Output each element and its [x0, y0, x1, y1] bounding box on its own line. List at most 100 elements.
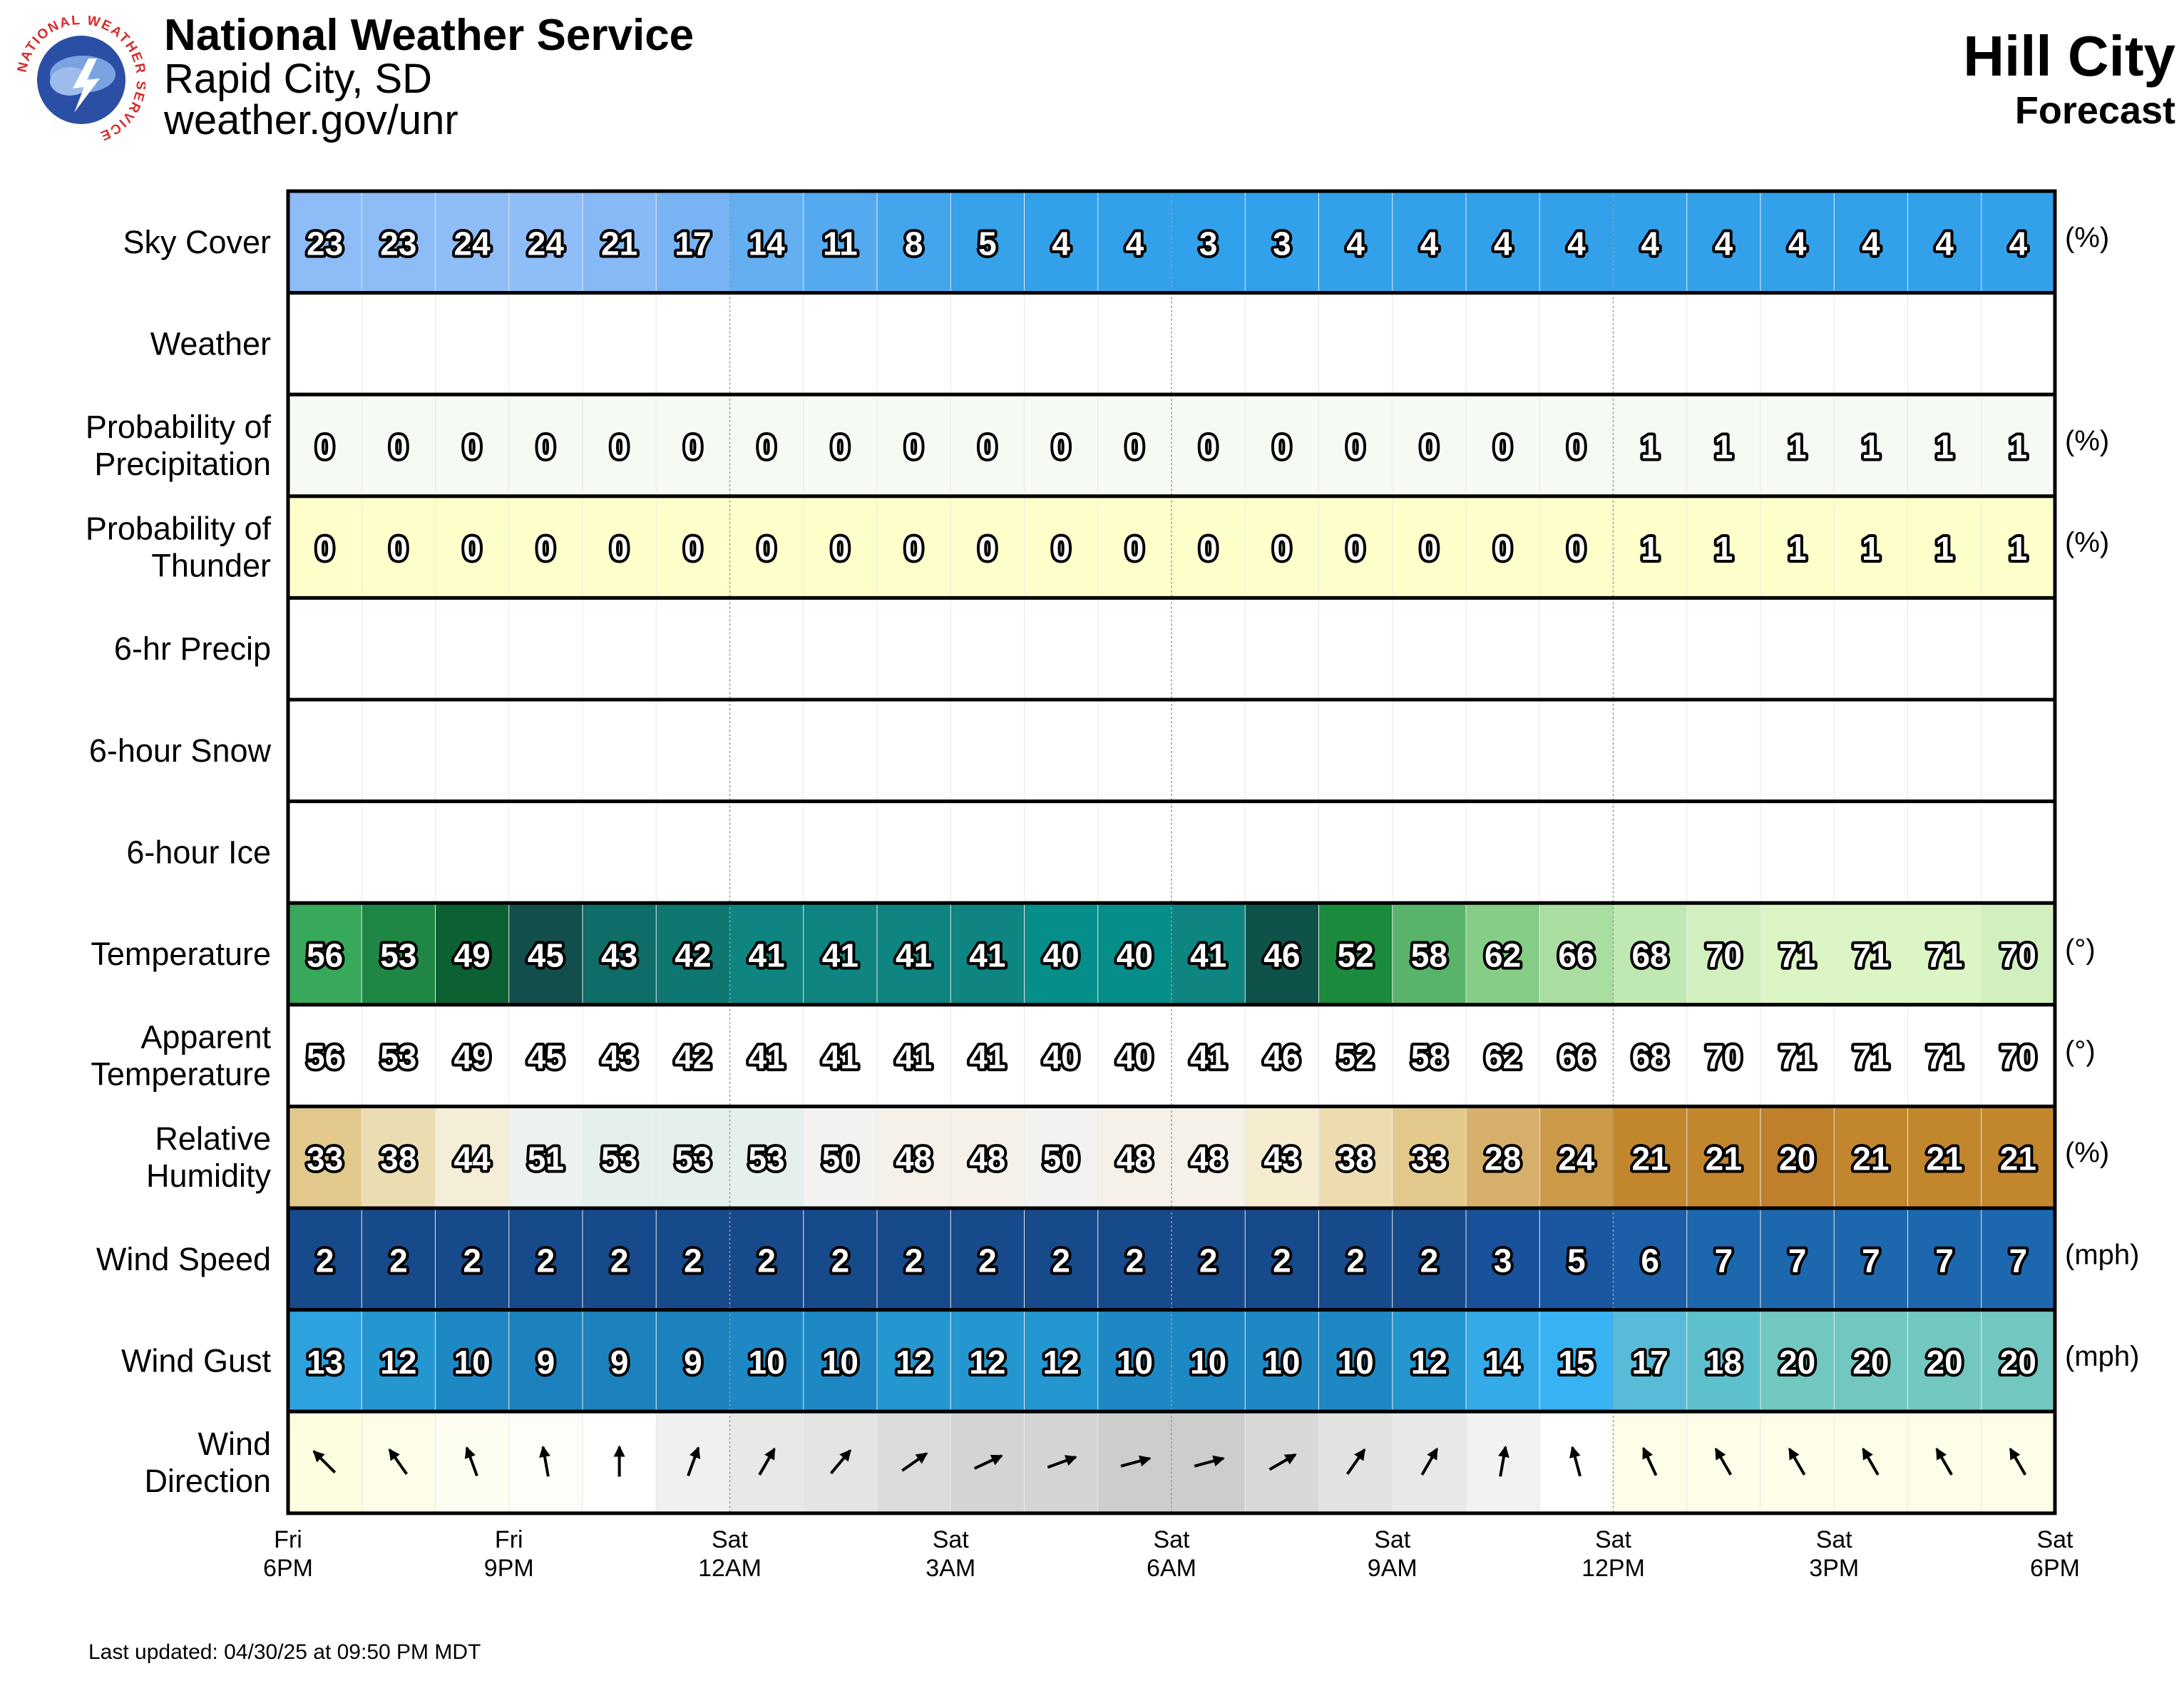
cell: [1686, 1309, 1761, 1412]
cell: [583, 801, 657, 904]
cell-value: 10: [822, 1344, 858, 1381]
cell-value: 0: [978, 530, 997, 567]
cell-value: 2: [978, 1242, 997, 1279]
office-header: National Weather Service Rapid City, SD …: [164, 13, 694, 141]
cell-value: 2: [316, 1242, 334, 1279]
cell: [1760, 1106, 1835, 1208]
cell-value: 49: [454, 937, 491, 974]
cell: [1981, 394, 2056, 496]
cell: [729, 1106, 804, 1208]
cell-value: 50: [822, 1140, 858, 1177]
cell-value: 0: [1199, 429, 1218, 466]
cell: [1466, 1309, 1540, 1412]
cell: [1613, 1004, 1688, 1107]
cell-value: 41: [822, 937, 858, 974]
cell: [1024, 598, 1099, 700]
cell-value: 41: [969, 1038, 1005, 1075]
cell: [1613, 292, 1688, 395]
cell: [803, 1208, 878, 1310]
cell-value: 1: [2009, 429, 2028, 466]
cell: [1097, 496, 1172, 598]
cell-value: 0: [1346, 429, 1365, 466]
cell: [950, 1106, 1025, 1208]
cell-value: 2: [1420, 1242, 1439, 1279]
cell-value: 10: [1190, 1344, 1226, 1381]
cell: [583, 1004, 657, 1107]
cell-value: 1: [1715, 429, 1733, 466]
cell: [1466, 394, 1540, 496]
wind-arrow-head: [1715, 1447, 1726, 1461]
cell: [1834, 496, 1908, 598]
cell: [1613, 1208, 1688, 1310]
row-label: Relative: [155, 1120, 271, 1157]
x-tick-day: Sat: [712, 1526, 749, 1553]
cell: [1024, 496, 1099, 598]
cell: [1466, 496, 1540, 598]
cell-value: 1: [1641, 530, 1659, 567]
cell: [1172, 394, 1246, 496]
location-name: Hill City: [1963, 24, 2175, 88]
cell-value: 21: [1852, 1140, 1889, 1177]
cell: [1613, 496, 1688, 598]
cell: [950, 700, 1025, 802]
cell-value: 0: [905, 530, 923, 567]
cell-value: 0: [1420, 429, 1439, 466]
cell-value: 33: [1411, 1140, 1447, 1177]
row-label: Sky Cover: [123, 224, 271, 260]
cell: [656, 1309, 730, 1412]
cell: [1097, 394, 1172, 496]
office-name: National Weather Service: [164, 11, 694, 60]
cell: [1613, 1106, 1688, 1208]
cell: [362, 1106, 436, 1208]
cell-value: 52: [1338, 1038, 1374, 1075]
cell-value: 48: [969, 1140, 1005, 1177]
cell: [288, 1004, 362, 1107]
cell-value: 0: [1420, 530, 1439, 567]
cell-value: 62: [1485, 937, 1521, 974]
cell-value: 4: [1420, 225, 1439, 262]
cell: [877, 1208, 951, 1310]
cell-value: 17: [1632, 1344, 1668, 1381]
cell: [1024, 700, 1099, 802]
cell-value: 10: [1338, 1344, 1374, 1381]
cell: [1907, 801, 1982, 904]
cell: [1981, 1106, 2056, 1208]
cell: [583, 598, 657, 700]
cell: [1097, 292, 1172, 395]
cell-value: 23: [380, 225, 416, 262]
cell: [1172, 496, 1246, 598]
cell: [1466, 700, 1540, 802]
cell: [877, 1309, 951, 1412]
cell: [1907, 903, 1982, 1005]
wind-arrow-head: [1642, 1446, 1653, 1460]
cell: [1097, 598, 1172, 700]
cell-value: 43: [1263, 1140, 1300, 1177]
cell-value: 6: [1641, 1242, 1659, 1279]
cell-value: 1: [1715, 530, 1733, 567]
cell-value: 0: [389, 429, 408, 466]
cell-value: 0: [1273, 429, 1291, 466]
cell-value: 46: [1263, 937, 1300, 974]
cell-value: 4: [1715, 225, 1733, 262]
wind-arrow-head: [1936, 1447, 1947, 1461]
cell: [1318, 1208, 1393, 1310]
cell-value: 40: [1117, 1038, 1153, 1075]
cell-value: 0: [831, 429, 850, 466]
cell: [1760, 1004, 1835, 1107]
cell: [508, 700, 583, 802]
cell-value: 70: [2000, 937, 2036, 974]
cell: [877, 394, 951, 496]
cell: [729, 496, 804, 598]
cell-value: 71: [1927, 937, 1963, 974]
row-label: Temperature: [91, 1056, 271, 1093]
cell: [1834, 1004, 1908, 1107]
wind-arrow-head: [1139, 1455, 1152, 1467]
x-tick-time: 12AM: [698, 1555, 762, 1582]
cell: [656, 1004, 730, 1107]
cell: [1024, 801, 1099, 904]
cell: [656, 801, 730, 904]
nws-logo: NATIONAL WEATHER SERVICE: [15, 13, 148, 144]
cell-value: 23: [307, 225, 343, 262]
cell: [288, 1309, 362, 1412]
